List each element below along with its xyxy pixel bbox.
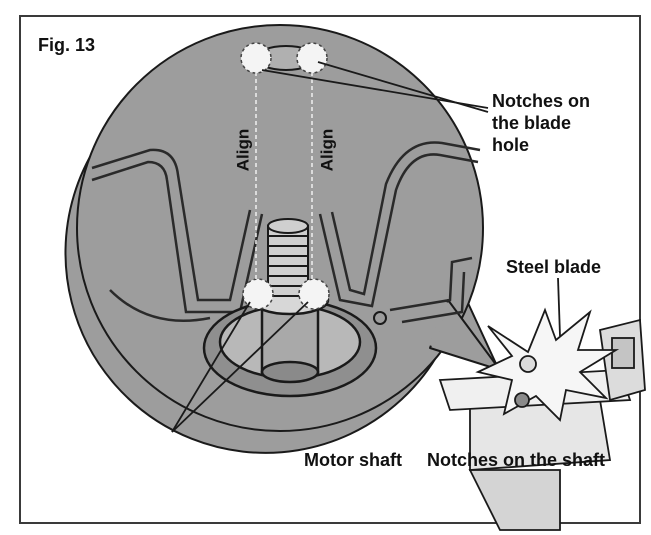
align-label-left: Align [233, 129, 253, 172]
notches-blade-hole-label: Notches on the blade hole [492, 90, 642, 156]
notch-circle-left-top [241, 43, 271, 73]
figure-label: Fig. 13 [38, 34, 95, 56]
notches-blade-line-2: the blade [492, 112, 642, 134]
blade-hole-notches [241, 43, 327, 73]
align-label-right: Align [317, 129, 337, 172]
steel-blade-label: Steel blade [506, 256, 601, 278]
notches-blade-line-3: hole [492, 134, 642, 156]
notch-circle-right-shaft [299, 279, 329, 309]
notches-blade-line-1: Notches on [492, 90, 642, 112]
notches-shaft-label: Notches on the shaft [427, 449, 605, 471]
notch-circle-right-top [297, 43, 327, 73]
motor-shaft-label: Motor shaft [304, 449, 402, 471]
